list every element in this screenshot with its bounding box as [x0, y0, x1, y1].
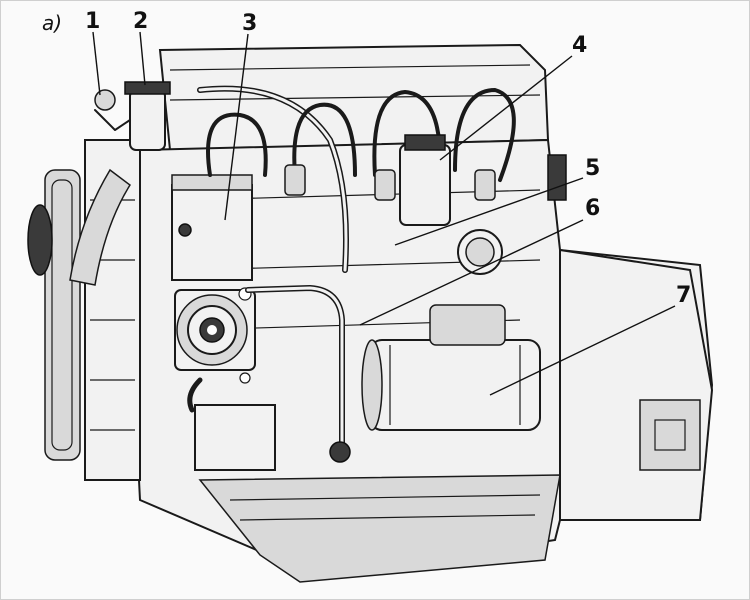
leader-line-7	[489, 305, 676, 396]
front-pulleys	[27, 139, 141, 481]
callout-label-6: 6	[585, 196, 600, 221]
drain-fitting	[329, 441, 351, 463]
leader-line-6	[359, 219, 584, 326]
leader-line-3	[224, 33, 249, 221]
leader-line-2	[139, 31, 146, 86]
callout-label-7: 7	[676, 283, 691, 308]
callout-label-2: 2	[133, 9, 148, 34]
callout-label-1: 1	[85, 9, 100, 34]
panel-label: а)	[42, 11, 62, 35]
callout-2: 2	[133, 9, 148, 86]
callout-label-3: 3	[242, 11, 257, 36]
fuel-pump	[171, 174, 253, 281]
leader-line-4	[439, 55, 573, 161]
callout-5: 5	[394, 156, 600, 246]
callout-7: 7	[489, 283, 691, 396]
oil-filter	[174, 287, 256, 413]
callout-6: 6	[359, 196, 600, 326]
callout-4: 4	[439, 33, 587, 161]
callout-3: 3	[224, 11, 257, 221]
injector-head	[206, 88, 516, 226]
leader-line-1	[92, 31, 101, 96]
leader-line-5	[394, 177, 584, 246]
callout-label-5: 5	[585, 156, 600, 181]
starter-motor	[361, 304, 541, 431]
fuel-filter	[94, 81, 171, 151]
callout-1: 1	[85, 9, 101, 96]
engine-mount	[194, 404, 276, 471]
callout-label-4: 4	[572, 33, 587, 58]
